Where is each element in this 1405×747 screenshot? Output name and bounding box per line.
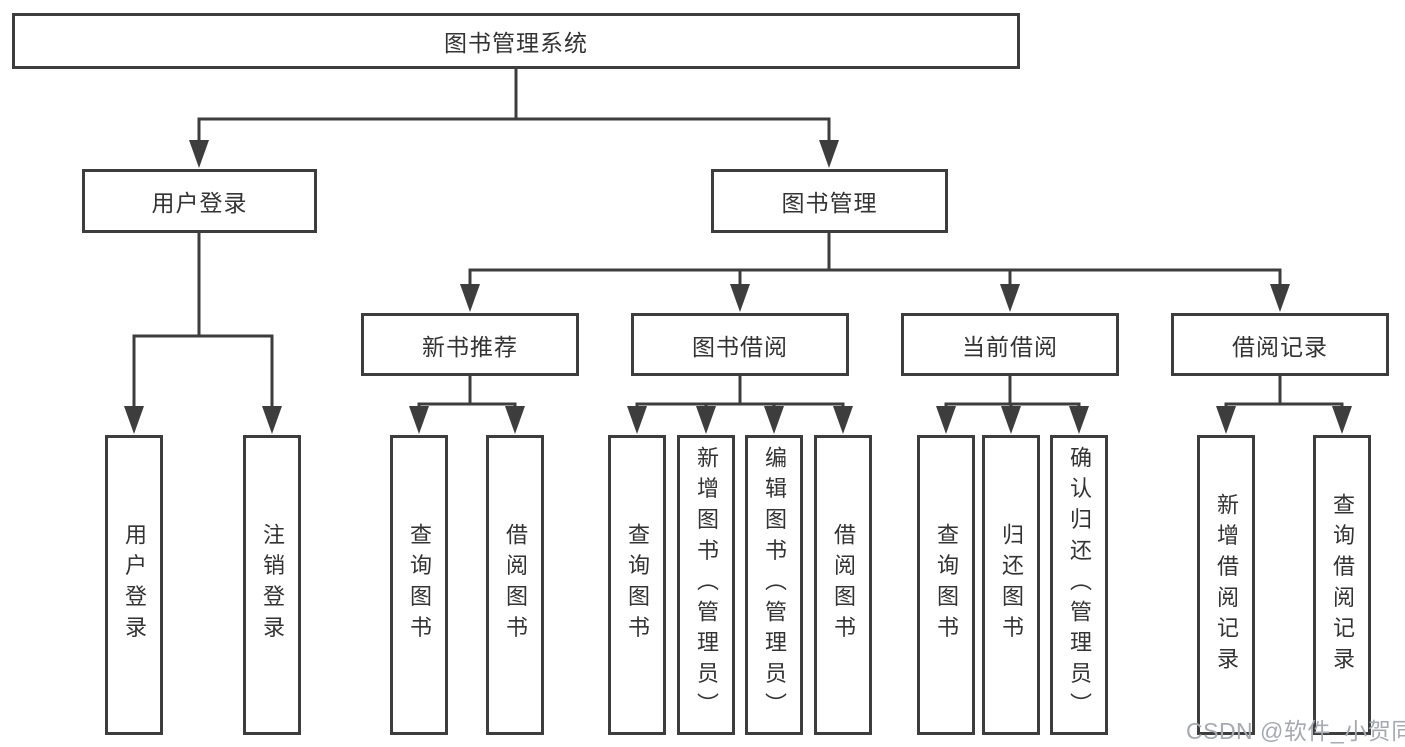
node-label: 图书借阅	[692, 333, 788, 360]
leaf-query-borrow-record: 查询借阅记录	[1313, 435, 1371, 735]
node-label: 归还图书	[999, 523, 1024, 647]
node-label: 当前借阅	[962, 333, 1058, 360]
node-book-management: 图书管理	[711, 169, 948, 233]
leaf-query-books-recommend: 查询图书	[390, 435, 448, 735]
node-label: 查询图书	[934, 523, 959, 647]
node-current-borrowing: 当前借阅	[901, 313, 1119, 376]
leaf-logout: 注销登录	[243, 435, 301, 735]
node-label: 借阅记录	[1232, 333, 1328, 360]
node-label: 新增图书（管理员）	[694, 446, 719, 724]
leaf-query-books-borrowing: 查询图书	[608, 435, 666, 735]
leaf-return-books: 归还图书	[982, 435, 1040, 735]
node-label: 查询借阅记录	[1330, 492, 1355, 678]
leaf-user-login: 用户登录	[105, 435, 163, 735]
node-book-borrowing: 图书借阅	[631, 313, 849, 376]
node-label: 用户登录	[151, 190, 248, 216]
node-label: 图书管理	[781, 190, 878, 216]
leaf-add-borrow-record: 新增借阅记录	[1197, 435, 1255, 735]
node-label: 借阅图书	[503, 523, 528, 647]
node-label: 确认归还（管理员）	[1067, 446, 1092, 724]
node-label: 新增借阅记录	[1214, 492, 1239, 678]
node-new-book-recommend: 新书推荐	[361, 313, 579, 376]
leaf-borrow-books: 借阅图书	[814, 435, 872, 735]
watermark: CSDN @软件_小贺同学	[1186, 718, 1405, 744]
node-borrow-records: 借阅记录	[1171, 313, 1389, 376]
arrowheads	[124, 140, 1352, 434]
node-label: 图书管理系统	[444, 30, 588, 56]
node-label: 新书推荐	[422, 333, 518, 360]
leaf-confirm-return-admin: 确认归还（管理员）	[1050, 435, 1108, 735]
node-label: 查询图书	[407, 523, 432, 647]
node-label: 用户登录	[122, 523, 147, 647]
node-library-management-system: 图书管理系统	[12, 13, 1020, 69]
node-label: 查询图书	[625, 523, 650, 647]
node-user-login: 用户登录	[82, 169, 317, 233]
leaf-add-book-admin: 新增图书（管理员）	[677, 435, 735, 735]
leaf-borrow-books-recommend: 借阅图书	[486, 435, 544, 735]
leaf-query-books-current: 查询图书	[917, 435, 975, 735]
node-label: 编辑图书（管理员）	[762, 446, 787, 724]
node-label: 注销登录	[260, 523, 285, 647]
leaf-edit-book-admin: 编辑图书（管理员）	[745, 435, 803, 735]
node-label: 借阅图书	[831, 523, 856, 647]
